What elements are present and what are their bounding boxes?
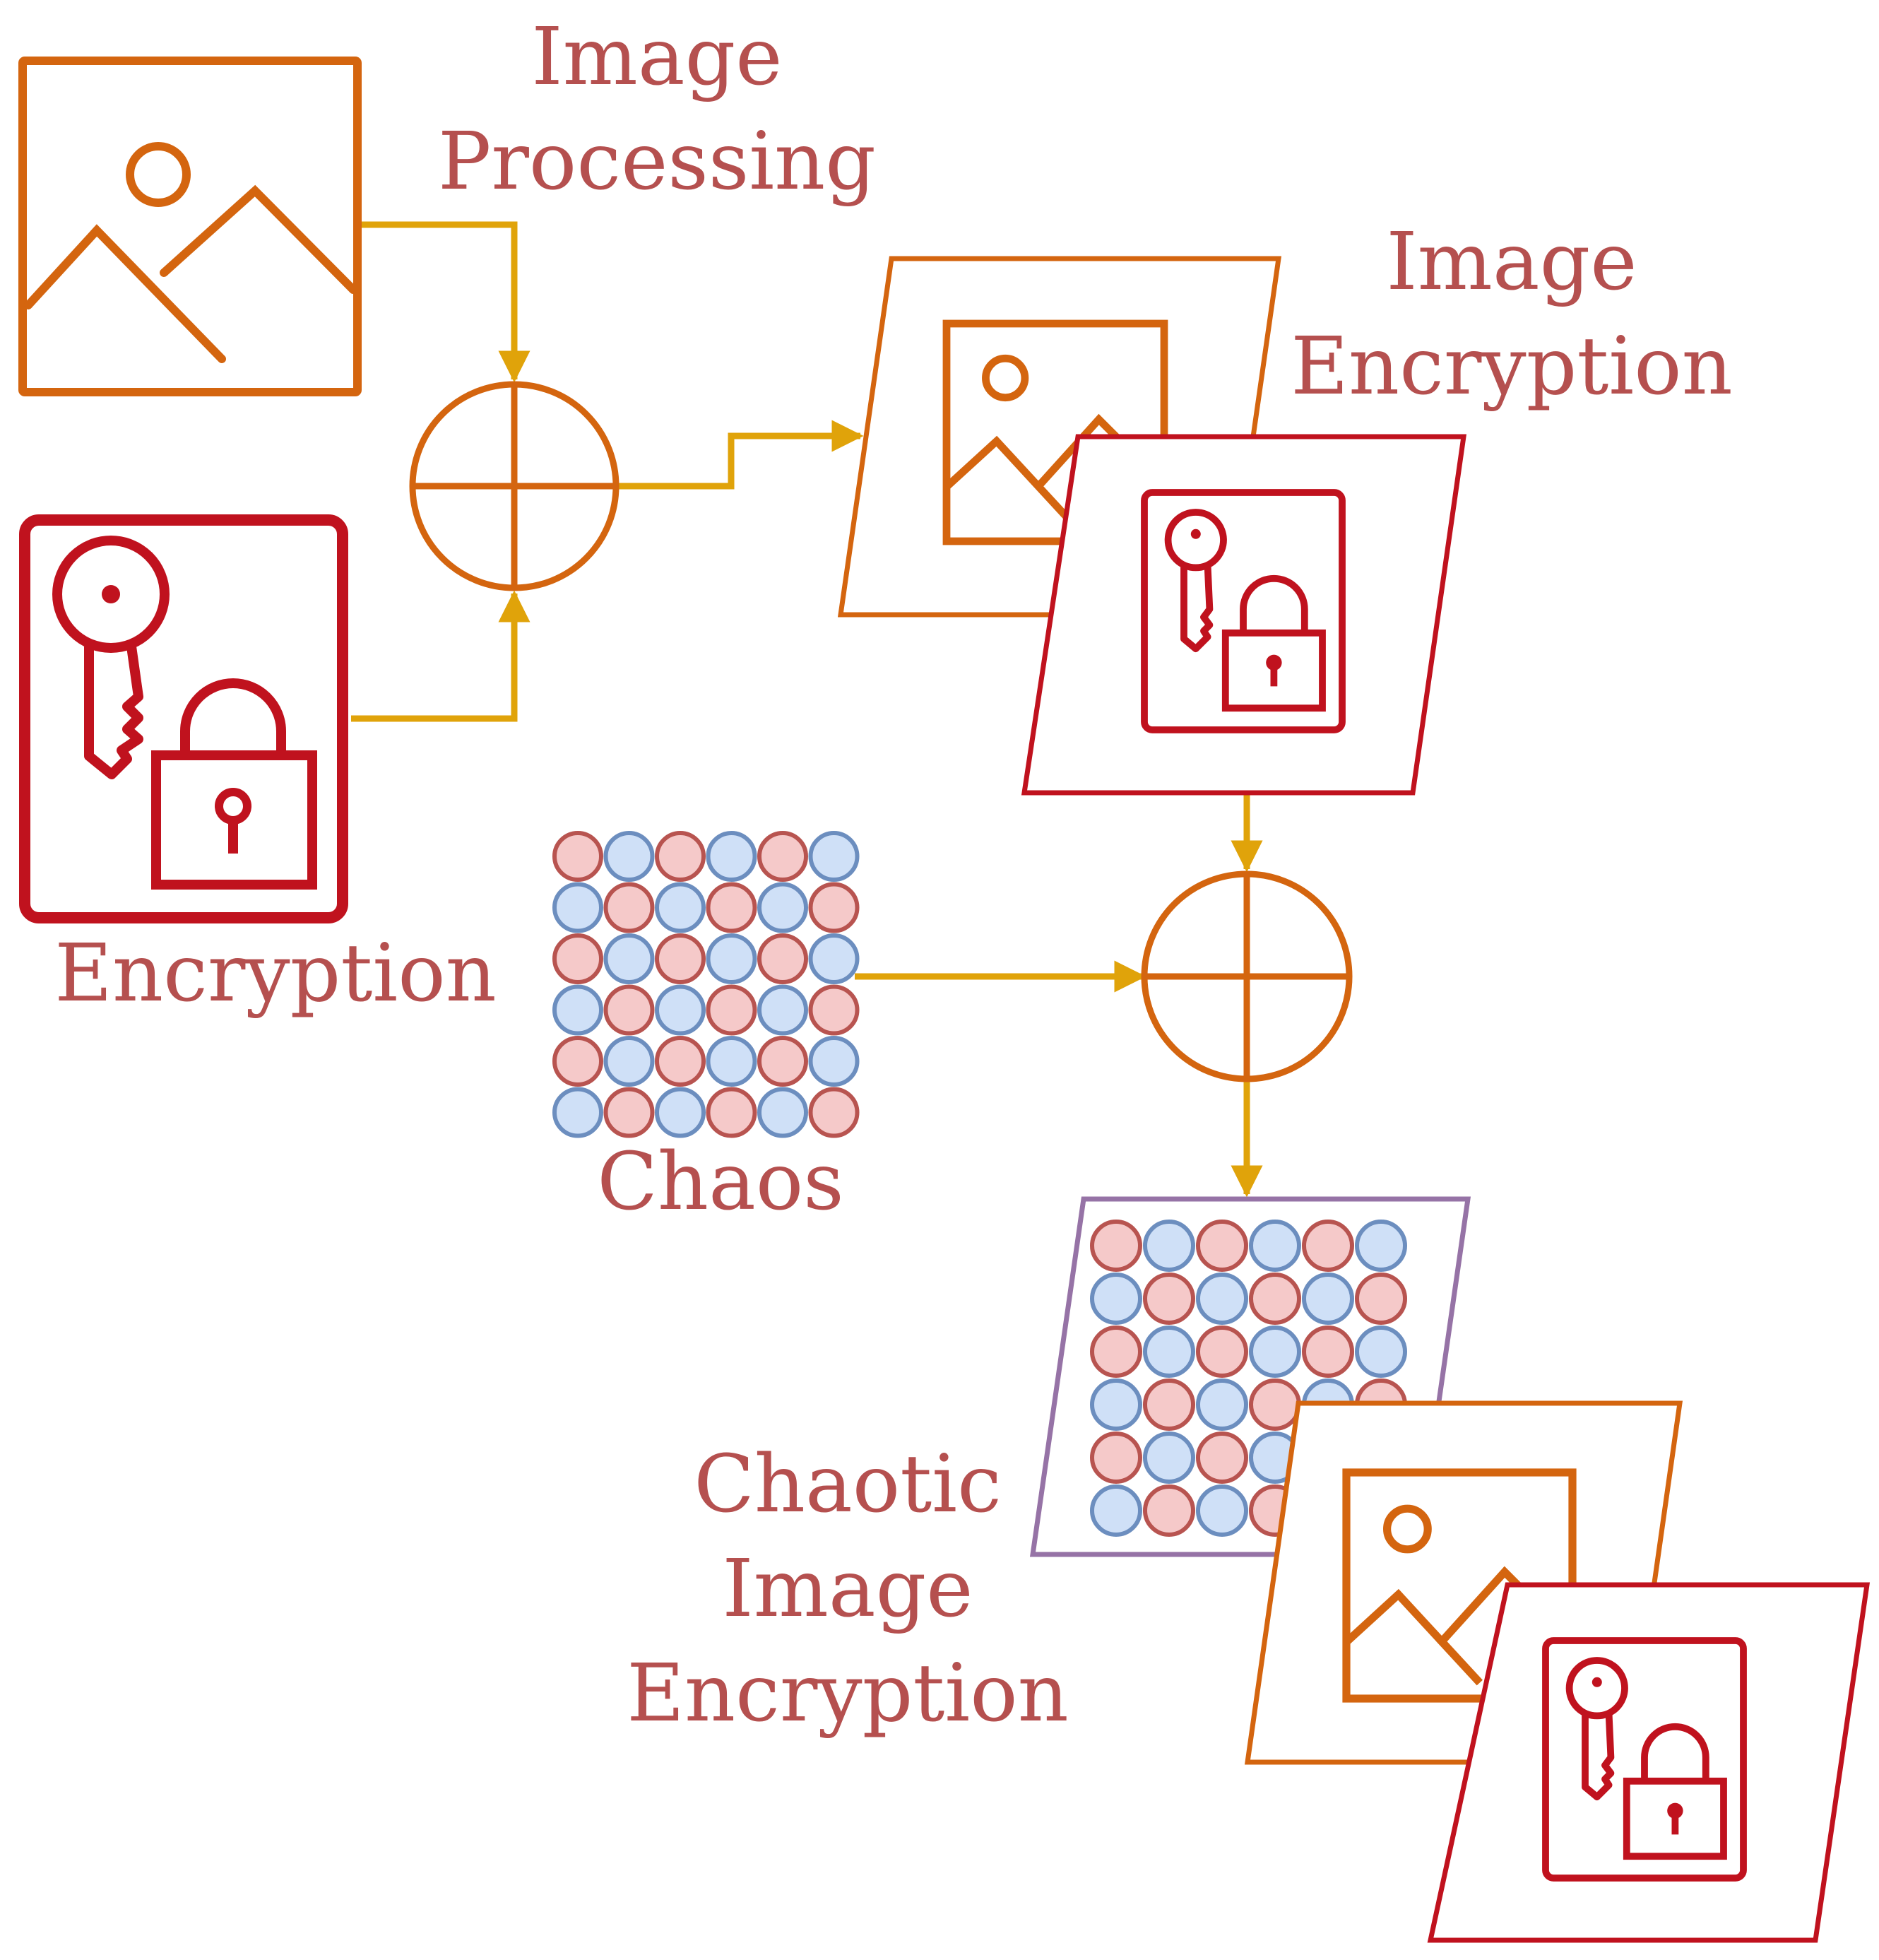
chaos-cell-red: [808, 1087, 860, 1138]
chaos-cell-red: [603, 1087, 655, 1138]
chaos-cell-red: [706, 984, 757, 1036]
chaos-cell-red: [1249, 1379, 1301, 1431]
chaos-cell-red: [1249, 1273, 1301, 1325]
chaos-cell-red: [655, 1036, 706, 1087]
chaos-cell-blue: [1090, 1484, 1142, 1537]
chaos-cell-blue: [1143, 1431, 1195, 1484]
chaos-cell-red: [1196, 1326, 1248, 1378]
chaos-cell-red: [552, 1036, 603, 1087]
label-line: Encryption: [54, 928, 497, 1020]
label-chaos: Chaos: [565, 1130, 876, 1235]
chaos-cell-red: [757, 831, 808, 882]
image-icon: [18, 57, 362, 396]
label-line: Chaos: [597, 1136, 844, 1228]
chaos-cell-red: [1302, 1326, 1354, 1378]
chaos-cell-blue: [706, 1036, 757, 1087]
chaos-cell-blue: [603, 1036, 655, 1087]
key-lock-icon: [19, 514, 348, 923]
chaos-cell-red: [655, 831, 706, 882]
chaos-cell-blue: [1355, 1220, 1407, 1272]
label-image-encryption: Image Encryption: [1264, 211, 1759, 420]
chaos-cell-blue: [655, 1087, 706, 1138]
chaos-cell-blue: [1196, 1379, 1248, 1431]
label-line: Encryption: [627, 1647, 1069, 1740]
chaos-cell-blue: [552, 1087, 603, 1138]
chaos-cell-blue: [1249, 1220, 1301, 1272]
chaos-cell-blue: [808, 933, 860, 984]
chaos-cell-red: [808, 984, 860, 1036]
chaos-cell-red: [706, 882, 757, 933]
chaotic-image-encryption-stack: [1029, 1196, 1871, 1943]
xor-circle-plus-icon: [409, 381, 620, 591]
chaos-cell-red: [655, 933, 706, 984]
chaos-cell-blue: [603, 933, 655, 984]
chaos-cell-red: [808, 882, 860, 933]
chaos-cell-blue: [1090, 1273, 1142, 1325]
chaos-cell-blue: [1196, 1273, 1248, 1325]
label-line: Chaotic: [694, 1439, 1002, 1530]
chaos-cell-blue: [706, 831, 757, 882]
chaos-cell-blue: [655, 984, 706, 1036]
label-line: Encryption: [1291, 320, 1733, 413]
chaos-grid-icon: [552, 831, 860, 1138]
chaos-cell-blue: [1143, 1220, 1195, 1272]
chaos-cell-blue: [808, 1036, 860, 1087]
chaos-cell-blue: [1355, 1326, 1407, 1378]
arrow-key-to-xor: [351, 590, 530, 722]
xor-circle-plus-icon: [1141, 870, 1353, 1082]
chaos-cell-red: [1143, 1273, 1195, 1325]
chaos-cell-blue: [1249, 1326, 1301, 1378]
chaos-cell-red: [1302, 1220, 1354, 1272]
chaos-cell-blue: [655, 882, 706, 933]
chaos-cell-red: [603, 882, 655, 933]
chaos-cell-red: [1196, 1220, 1248, 1272]
key-frame: [1021, 434, 1467, 796]
label-line: Image: [1386, 216, 1637, 308]
chaos-cell-red: [706, 1087, 757, 1138]
chaos-cell-blue: [552, 882, 603, 933]
chaos-cell-red: [552, 933, 603, 984]
chaos-cell-red: [1196, 1431, 1248, 1484]
chaos-cell-red: [1355, 1273, 1407, 1325]
chaos-cell-blue: [757, 1087, 808, 1138]
chaos-cell-blue: [1090, 1379, 1142, 1431]
chaos-cell-red: [1143, 1484, 1195, 1537]
image-encryption-stack: [837, 256, 1467, 796]
chaos-cell-red: [1090, 1431, 1142, 1484]
label-line: Image: [531, 11, 783, 103]
chaos-cell-blue: [1196, 1484, 1248, 1537]
label-line: Processing: [438, 115, 876, 208]
chaos-cell-red: [603, 984, 655, 1036]
chaos-cell-blue: [552, 984, 603, 1036]
chaos-cell-red: [757, 1036, 808, 1087]
label-image-processing: Image Processing: [396, 6, 918, 215]
arrow-image-to-xor: [362, 221, 530, 383]
chaos-cell-blue: [1143, 1326, 1195, 1378]
key-frame: [1427, 1582, 1871, 1943]
chaos-cell-blue: [603, 831, 655, 882]
chaos-cell-red: [552, 831, 603, 882]
chaos-cell-blue: [1302, 1273, 1354, 1325]
chaos-cell-red: [1090, 1326, 1142, 1378]
arrow-xor-to-image-encryption: [617, 420, 864, 490]
chaos-cell-blue: [808, 831, 860, 882]
label-chaotic-image-encryption: Chaotic Image Encryption: [579, 1433, 1116, 1746]
label-line: Image: [722, 1542, 973, 1635]
chaos-cell-blue: [706, 933, 757, 984]
chaos-cell-blue: [757, 984, 808, 1036]
chaos-cell-red: [757, 933, 808, 984]
chaos-cell-red: [1090, 1220, 1142, 1272]
chaos-cell-blue: [757, 882, 808, 933]
chaos-cell-red: [1143, 1379, 1195, 1431]
label-encryption: Encryption: [28, 922, 523, 1027]
